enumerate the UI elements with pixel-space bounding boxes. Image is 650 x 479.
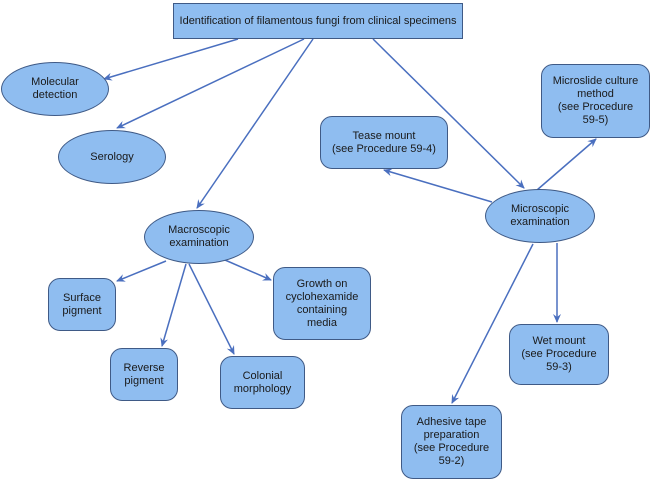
edge-root-molecular: [103, 38, 239, 81]
reverse-pigment-node: Reverse pigment: [110, 348, 178, 401]
macroscopic-examination-node: Macroscopic examination: [144, 210, 254, 264]
molecular-detection-node: Molecular detection: [1, 62, 109, 116]
edge-macroscopic-growth: [224, 259, 272, 281]
edge-macroscopic-colonial: [188, 263, 235, 355]
surface-pigment-node: Surface pigment: [48, 278, 116, 331]
edge-microscopic-microslide: [536, 138, 597, 191]
edge-macroscopic-reverse: [160, 263, 187, 347]
serology-node: Serology: [58, 130, 166, 184]
adhesive-tape-node: Adhesive tape preparation (see Procedure…: [401, 405, 502, 479]
colonial-morphology-node: Colonial morphology: [220, 356, 305, 409]
edge-macroscopic-surface: [116, 260, 167, 282]
root-node: Identification of filamentous fungi from…: [173, 3, 463, 39]
microslide-culture-node: Microslide culture method (see Procedure…: [541, 64, 650, 138]
edge-root-serology: [116, 38, 305, 129]
edge-root-microscopic: [372, 38, 525, 189]
edge-microscopic-adhesive: [451, 243, 534, 404]
edge-root-macroscopic: [196, 38, 314, 209]
tease-mount-node: Tease mount (see Procedure 59-4): [320, 116, 448, 169]
growth-on-cyclohexamide-node: Growth on cyclohexamide containing media: [273, 267, 371, 340]
edge-microscopic-tease: [383, 168, 493, 203]
wet-mount-node: Wet mount (see Procedure 59-3): [509, 324, 609, 385]
microscopic-examination-node: Microscopic examination: [485, 189, 595, 243]
